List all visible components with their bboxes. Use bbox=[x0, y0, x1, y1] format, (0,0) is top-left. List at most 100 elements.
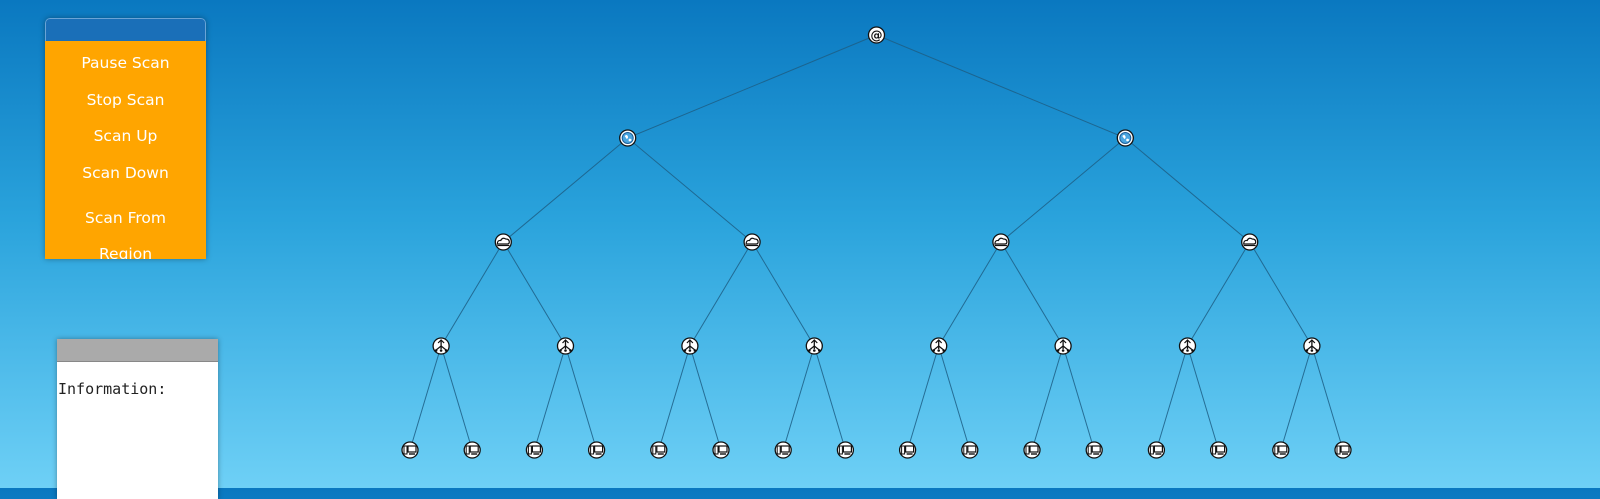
svg-text:@: @ bbox=[871, 29, 883, 43]
cloud-icon bbox=[745, 237, 759, 247]
root-node[interactable]: @ bbox=[867, 26, 886, 44]
tree-edge bbox=[938, 241, 1002, 347]
router-node[interactable] bbox=[930, 337, 948, 355]
tree-edge bbox=[1187, 345, 1220, 451]
cloud-icon bbox=[1243, 237, 1257, 247]
computer-icon bbox=[1087, 445, 1101, 455]
tree-edge bbox=[1280, 345, 1313, 451]
computer-icon bbox=[590, 445, 604, 455]
cloud-node[interactable] bbox=[743, 233, 761, 251]
computer-icon bbox=[1212, 445, 1226, 455]
computer-icon bbox=[1336, 445, 1350, 455]
tree-edge bbox=[907, 345, 940, 451]
internet-node[interactable] bbox=[619, 129, 637, 147]
computer-node[interactable] bbox=[463, 441, 481, 459]
tree-edge bbox=[1155, 345, 1188, 451]
internet-node[interactable] bbox=[1116, 129, 1134, 147]
computer-node[interactable] bbox=[898, 441, 917, 459]
router-node[interactable] bbox=[432, 337, 450, 355]
cloud-node[interactable] bbox=[1241, 233, 1259, 251]
computer-icon bbox=[403, 445, 417, 455]
tree-edge bbox=[938, 345, 971, 451]
scan-down-button[interactable]: Scan Down bbox=[82, 163, 169, 182]
computer-node[interactable] bbox=[650, 441, 668, 459]
computer-icon bbox=[1149, 445, 1164, 455]
computer-node[interactable] bbox=[587, 441, 606, 459]
computer-icon bbox=[527, 445, 542, 455]
scan-control-panel: Pause Scan Stop Scan Scan Up Scan Down S… bbox=[45, 18, 206, 259]
computer-icon bbox=[465, 445, 479, 455]
router-node[interactable] bbox=[556, 337, 575, 355]
router-node[interactable] bbox=[805, 337, 823, 355]
tree-edge bbox=[1000, 241, 1064, 347]
router-icon bbox=[683, 339, 697, 352]
computer-node[interactable] bbox=[1334, 441, 1352, 459]
router-icon bbox=[1305, 339, 1319, 352]
router-icon bbox=[932, 339, 945, 352]
router-icon bbox=[1056, 339, 1070, 352]
tree-edge bbox=[1249, 241, 1313, 347]
information-panel: Information: bbox=[57, 339, 218, 499]
cloud-icon bbox=[496, 237, 510, 247]
computer-node[interactable] bbox=[836, 441, 855, 459]
tree-edge bbox=[1062, 345, 1095, 451]
computer-node[interactable] bbox=[1209, 441, 1228, 459]
globe-icon bbox=[1119, 132, 1132, 144]
computer-icon bbox=[1274, 445, 1288, 455]
router-icon bbox=[808, 339, 821, 352]
computer-icon bbox=[901, 445, 915, 455]
computer-node[interactable] bbox=[961, 441, 979, 459]
computer-node[interactable] bbox=[401, 441, 419, 459]
at-sign-icon: @ bbox=[871, 29, 883, 43]
scan-up-button[interactable]: Scan Up bbox=[93, 127, 158, 145]
computer-node[interactable] bbox=[525, 441, 544, 459]
tree-edge bbox=[1311, 345, 1344, 451]
computer-node[interactable] bbox=[1147, 441, 1166, 459]
computer-icon bbox=[1025, 445, 1039, 455]
computer-node[interactable] bbox=[1272, 441, 1290, 459]
stop-scan-button[interactable]: Stop Scan bbox=[86, 90, 165, 109]
tree-edge bbox=[1187, 241, 1251, 347]
cloud-node[interactable] bbox=[494, 233, 512, 251]
pause-scan-button[interactable]: Pause Scan bbox=[81, 54, 170, 72]
computer-node[interactable] bbox=[712, 441, 730, 459]
computer-icon bbox=[963, 445, 977, 455]
information-label: Information: bbox=[58, 380, 167, 398]
router-node[interactable] bbox=[1303, 337, 1321, 355]
tree-edge bbox=[689, 241, 753, 347]
scan-from-region-label: Scan From Region bbox=[84, 209, 166, 259]
tree-edge bbox=[502, 241, 566, 347]
cloud-icon bbox=[994, 237, 1008, 247]
computer-node[interactable] bbox=[1023, 441, 1041, 459]
control-panel-titlebar[interactable] bbox=[45, 18, 206, 41]
computer-icon bbox=[652, 445, 666, 455]
tree-edge bbox=[440, 241, 504, 347]
cloud-node[interactable] bbox=[992, 233, 1010, 251]
tree-edge bbox=[409, 345, 442, 451]
computer-icon bbox=[776, 445, 790, 455]
computer-icon bbox=[714, 445, 728, 455]
control-panel-body: Pause Scan Stop Scan Scan Up Scan Down S… bbox=[45, 41, 206, 259]
router-node[interactable] bbox=[681, 337, 699, 355]
tree-edge bbox=[565, 345, 598, 451]
tree-edge bbox=[689, 345, 722, 451]
router-icon bbox=[434, 339, 448, 352]
tree-edge bbox=[782, 345, 815, 451]
router-node[interactable] bbox=[1054, 337, 1072, 355]
tree-edge bbox=[876, 34, 1126, 139]
computer-node[interactable] bbox=[1085, 441, 1103, 459]
tree-edge bbox=[1031, 345, 1064, 451]
tree-edge bbox=[658, 345, 691, 451]
tree-edge bbox=[813, 345, 846, 451]
tree-edge bbox=[1124, 137, 1251, 243]
computer-icon bbox=[838, 445, 853, 455]
computer-node[interactable] bbox=[774, 441, 792, 459]
information-panel-titlebar[interactable] bbox=[57, 339, 218, 362]
router-node[interactable] bbox=[1178, 337, 1197, 355]
globe-icon bbox=[621, 132, 634, 144]
tree-edge bbox=[627, 137, 753, 243]
router-icon bbox=[1181, 339, 1194, 352]
scan-from-region-button[interactable]: Scan From Region bbox=[45, 191, 206, 259]
router-icon bbox=[559, 339, 572, 352]
tree-edge bbox=[627, 34, 877, 139]
